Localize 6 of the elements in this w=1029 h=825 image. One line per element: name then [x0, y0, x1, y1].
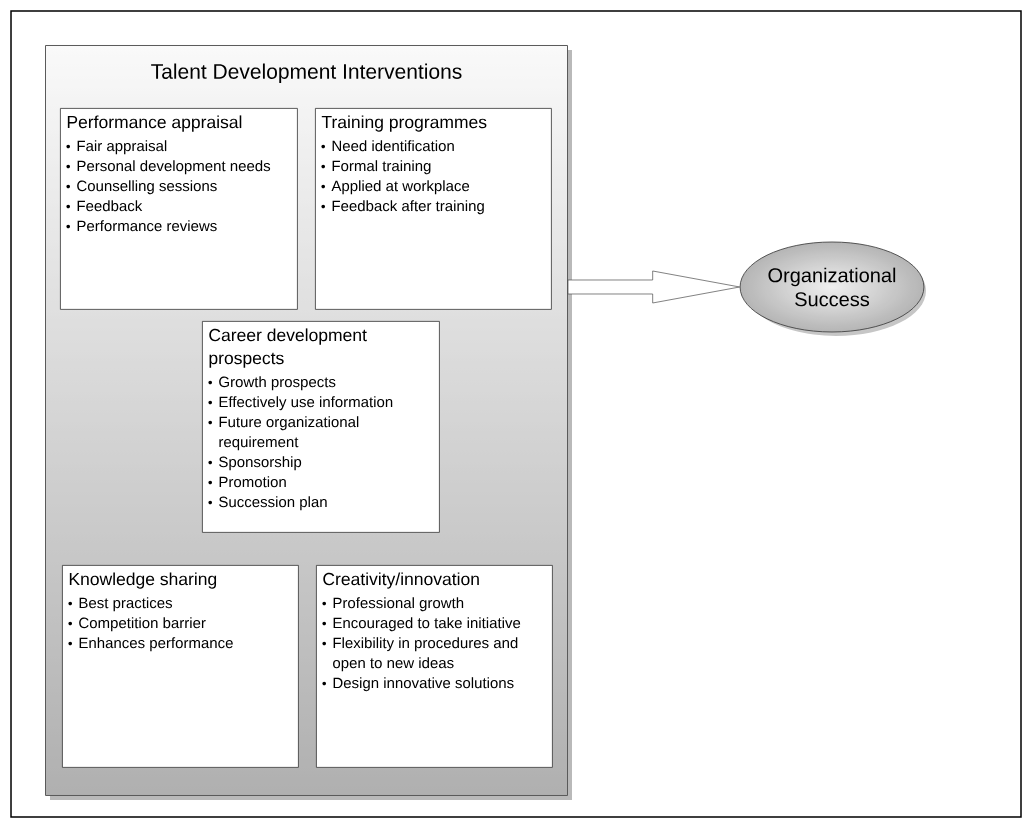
- content-box: Knowledge sharing Best practices Competition barrier Enhances performance: [62, 565, 299, 768]
- content-box: Creativity/innovation Professional growth Encouraged to take initiative Flexibility in procedures and open to new ideas Design innovative solutions: [316, 565, 553, 768]
- content-box: Career development prospects Growth prospects Effectively use information Future organizational requirement Sponsorship Promotion Succession plan: [202, 321, 440, 533]
- content-box: Training programmes Need identification Formal training Applied at workplace Feedback after training: [315, 108, 552, 310]
- block-arrow: [567, 270, 741, 304]
- content-box: Performance appraisal Fair appraisal Personal development needs Counselling sessions Feedback Performance reviews: [60, 108, 298, 310]
